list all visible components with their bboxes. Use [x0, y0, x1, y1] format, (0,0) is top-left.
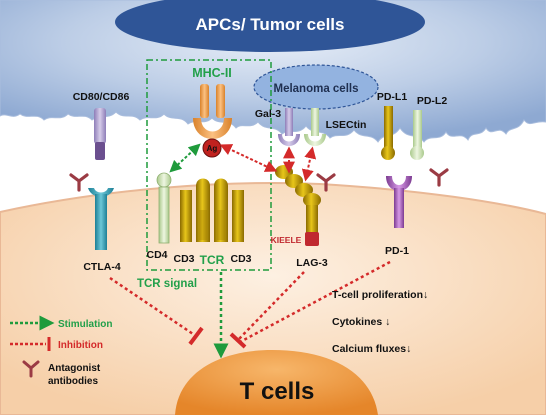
t-cells-label: T cells: [240, 378, 315, 405]
ctla4-receptor: [88, 188, 114, 250]
gal3-label: Gal-3: [255, 108, 281, 120]
cd4-coreceptor: [156, 172, 172, 244]
tcr-label: TCR: [200, 253, 225, 267]
pdl1-label: PD-L1: [377, 91, 407, 103]
lag3-inhibition: [229, 271, 305, 349]
ctla4-label: CTLA-4: [83, 261, 120, 273]
antigen-label: Ag: [207, 144, 218, 153]
stimulation-arrow: [169, 143, 201, 173]
pdl2-ligand: [410, 110, 424, 160]
pd1-inhibition: [239, 260, 391, 344]
kieele-label: KIEELE: [271, 235, 302, 245]
cd4-label: CD4: [146, 249, 167, 261]
effect-cytokines: Cytokines ↓: [332, 316, 390, 328]
lag3-label: LAG-3: [296, 257, 328, 269]
legend: Stimulation Inhibition Antagonist antibo…: [10, 315, 112, 387]
lsectin-ligand: [304, 108, 326, 146]
melanoma-cell: [253, 64, 379, 110]
legend-antibody-label-2: antibodies: [48, 376, 98, 387]
pdl1-ligand: [381, 106, 395, 160]
apc-nucleus: [115, 0, 425, 52]
inhibition-arrow: [219, 144, 278, 172]
legend-inhibition-label: Inhibition: [58, 340, 103, 351]
gal3-ligand: [278, 108, 300, 146]
melanoma-label: Melanoma cells: [273, 83, 358, 95]
cd80-cd86-ligand: [94, 108, 106, 160]
legend-stimulation-label: Stimulation: [58, 319, 112, 330]
legend-antibody-label-1: Antagonist: [48, 363, 101, 374]
lag3-receptor: [275, 165, 321, 246]
antagonist-antibody-icon: [429, 168, 449, 187]
cd80-cd86-label: CD80/CD86: [73, 91, 130, 103]
antagonist-antibody-icon: [69, 173, 89, 192]
mhc-ii-molecule: [193, 84, 232, 158]
pdl2-label: PD-L2: [417, 95, 447, 107]
legend-antibody-icon: [22, 360, 40, 378]
apc-label: APCs/ Tumor cells: [196, 15, 345, 34]
cd3-right-label: CD3: [230, 253, 251, 265]
tcr-cd3-complex: [180, 178, 244, 242]
cd3-left-label: CD3: [173, 253, 194, 265]
lsectin-label: LSECtin: [326, 119, 367, 131]
ctla4-inhibition: [109, 276, 204, 346]
pd1-label: PD-1: [385, 245, 409, 257]
antagonist-antibody-icon: [316, 173, 336, 192]
pd1-receptor: [386, 176, 412, 228]
effect-calcium: Calcium fluxes↓: [332, 343, 411, 355]
effect-proliferation: T-cell proliferation↓: [332, 289, 428, 301]
tcr-signal-label: TCR signal: [137, 278, 197, 290]
mhc-label: MHC-II: [192, 66, 232, 80]
inhibition-arrow: [301, 146, 317, 182]
t-cell-nucleus: [175, 350, 378, 415]
